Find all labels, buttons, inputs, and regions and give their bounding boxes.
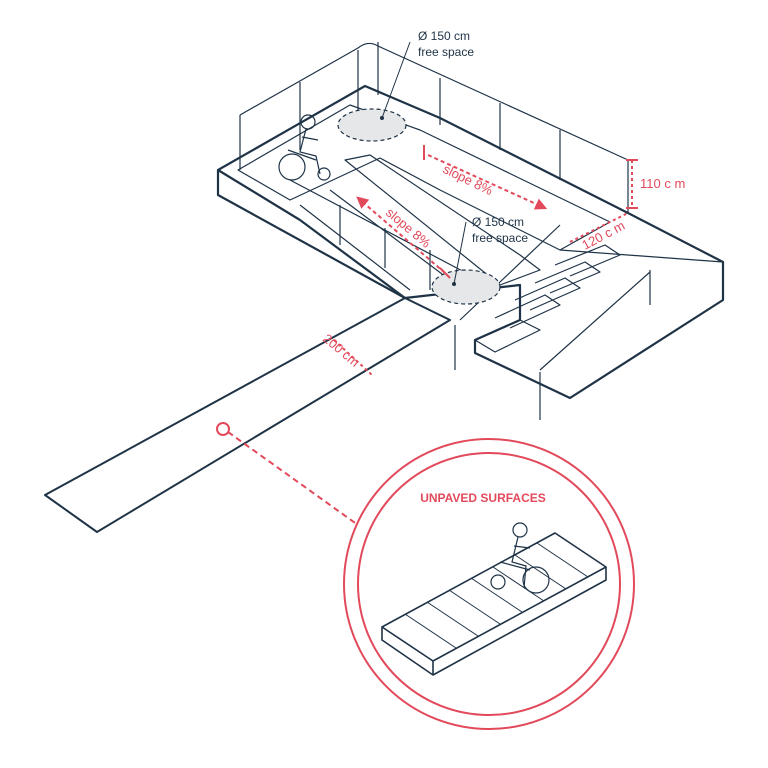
dimension-marks (227, 145, 638, 526)
path-width-label: 200 cm (320, 331, 362, 370)
wheelchair-user-icon (278, 114, 331, 181)
slope-upper-label: slope 8% (441, 161, 496, 198)
mid-free-space-text: free space (472, 231, 528, 245)
platform-width-label: 120 c m (579, 218, 627, 253)
free-space-top (337, 108, 407, 142)
ramp-structure (216, 42, 725, 420)
detail-title: UNPAVED SURFACES (420, 491, 546, 505)
railing-height-label: 110 c m (640, 176, 685, 191)
top-free-space-text: free space (418, 45, 474, 59)
wheelchair-user-icon (490, 522, 550, 594)
top-free-space-diameter: Ø 150 cm (418, 29, 470, 43)
path-marker (216, 422, 230, 436)
leader-lines (381, 41, 467, 285)
detail-callout (343, 438, 635, 730)
mid-free-space-diameter: Ø 150 cm (472, 215, 524, 229)
unpaved-surface-block (381, 532, 607, 676)
access-path (44, 297, 451, 533)
free-space-middle (431, 269, 501, 305)
